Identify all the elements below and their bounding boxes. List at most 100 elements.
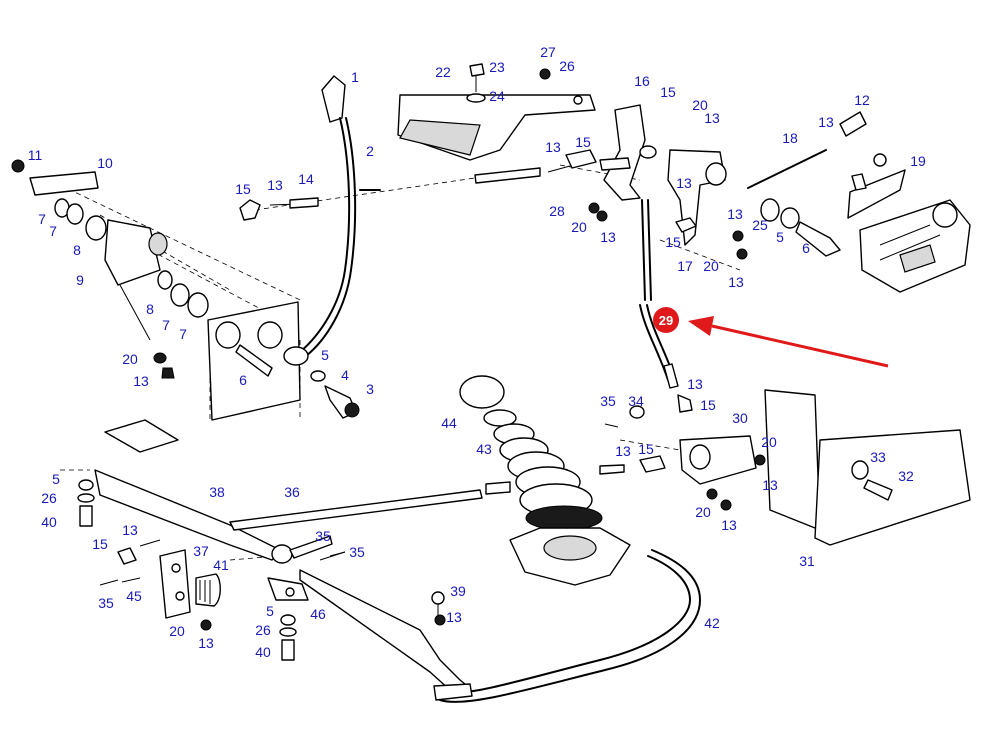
callout-label-5: 5	[321, 347, 329, 363]
callout-label-13: 13	[545, 139, 561, 155]
callout-label-18: 18	[782, 130, 798, 146]
callout-label-15: 15	[235, 181, 251, 197]
callout-label-13: 13	[687, 376, 703, 392]
callout-label-13: 13	[818, 114, 834, 130]
callout-label-20: 20	[695, 504, 711, 520]
callout-label-13: 13	[122, 522, 138, 538]
callout-label-36: 36	[284, 484, 300, 500]
callout-label-1: 1	[351, 69, 359, 85]
gear-lever	[283, 75, 360, 419]
callout-label-7: 7	[49, 223, 57, 239]
callout-label-10: 10	[97, 155, 113, 171]
callout-label-20: 20	[761, 434, 777, 450]
callout-label-45: 45	[126, 588, 142, 604]
callout-label-35: 35	[315, 528, 331, 544]
top-center-bracket	[397, 63, 596, 161]
callout-label-25: 25	[752, 217, 768, 233]
callout-label-20: 20	[122, 351, 138, 367]
callout-label-23: 23	[489, 59, 505, 75]
callout-label-19: 19	[910, 153, 926, 169]
callout-label-26: 26	[255, 622, 271, 638]
upper-right-assembly	[565, 104, 906, 301]
callout-label-46: 46	[310, 606, 326, 622]
callout-label-4: 4	[341, 367, 349, 383]
callout-label-37: 37	[193, 543, 209, 559]
callout-label-35: 35	[600, 393, 616, 409]
callout-label-5: 5	[776, 229, 784, 245]
callout-label-6: 6	[802, 240, 810, 256]
callout-label-40: 40	[255, 644, 271, 660]
callout-label-35: 35	[349, 544, 365, 560]
callout-label-5: 5	[266, 603, 274, 619]
callout-label-15: 15	[575, 134, 591, 150]
callout-label-2: 2	[366, 143, 374, 159]
callout-label-33: 33	[870, 449, 886, 465]
callout-label-38: 38	[209, 484, 225, 500]
callout-label-13: 13	[446, 609, 462, 625]
callout-label-41: 41	[213, 557, 229, 573]
callout-label-26: 26	[559, 58, 575, 74]
lower-right-bracket	[599, 389, 971, 546]
gear-gaiter	[459, 375, 631, 586]
callout-label-28: 28	[549, 203, 565, 219]
callout-label-12: 12	[854, 92, 870, 108]
callout-label-15: 15	[638, 441, 654, 457]
valve-block	[859, 199, 971, 293]
callout-label-13: 13	[762, 477, 778, 493]
callout-label-13: 13	[133, 373, 149, 389]
callout-label-17: 17	[677, 258, 693, 274]
callout-label-20: 20	[169, 623, 185, 639]
callout-label-3: 3	[366, 381, 374, 397]
callout-label-34: 34	[628, 393, 644, 409]
callout-label-26: 26	[41, 490, 57, 506]
rod-29	[639, 304, 679, 389]
callout-label-13: 13	[615, 443, 631, 459]
callout-label-22: 22	[435, 64, 451, 80]
callout-label-39: 39	[450, 583, 466, 599]
callout-label-6: 6	[239, 372, 247, 388]
callout-label-13: 13	[198, 635, 214, 651]
callout-label-9: 9	[76, 272, 84, 288]
callout-label-32: 32	[898, 468, 914, 484]
callout-label-15: 15	[665, 234, 681, 250]
left-bracket-assembly	[11, 159, 301, 421]
callout-label-11: 11	[28, 147, 43, 163]
callout-label-42: 42	[704, 615, 720, 631]
callout-label-13: 13	[721, 517, 737, 533]
callout-label-7: 7	[38, 211, 46, 227]
callout-label-24: 24	[489, 88, 505, 104]
callout-label-30: 30	[732, 410, 748, 426]
callout-label-35: 35	[98, 595, 114, 611]
callout-label-20: 20	[703, 258, 719, 274]
callout-label-44: 44	[441, 415, 457, 431]
callout-label-7: 7	[162, 317, 170, 333]
callout-label-40: 40	[41, 514, 57, 530]
callout-label-8: 8	[73, 242, 81, 258]
callout-label-15: 15	[92, 536, 108, 552]
highlight-badge: 29	[653, 307, 679, 333]
callout-label-27: 27	[540, 44, 556, 60]
callout-label-31: 31	[799, 553, 815, 569]
callout-label-13: 13	[704, 110, 720, 126]
callout-label-13: 13	[600, 229, 616, 245]
callout-label-20: 20	[692, 97, 708, 113]
callout-label-20: 20	[571, 219, 587, 235]
callout-label-13: 13	[728, 274, 744, 290]
callout-label-16: 16	[634, 73, 650, 89]
callout-label-13: 13	[676, 175, 692, 191]
callout-label-14: 14	[298, 171, 314, 187]
callout-label-13: 13	[267, 177, 283, 193]
callout-label-5: 5	[52, 471, 60, 487]
callout-label-7: 7	[179, 326, 187, 342]
highlight-arrow	[688, 316, 889, 368]
svg-text:29: 29	[659, 313, 673, 328]
upper-linkage	[239, 165, 571, 221]
callout-label-13: 13	[727, 206, 743, 222]
callout-label-15: 15	[700, 397, 716, 413]
callout-label-15: 15	[660, 84, 676, 100]
callout-label-43: 43	[476, 441, 492, 457]
callout-label-8: 8	[146, 301, 154, 317]
lower-linkage	[77, 419, 702, 703]
